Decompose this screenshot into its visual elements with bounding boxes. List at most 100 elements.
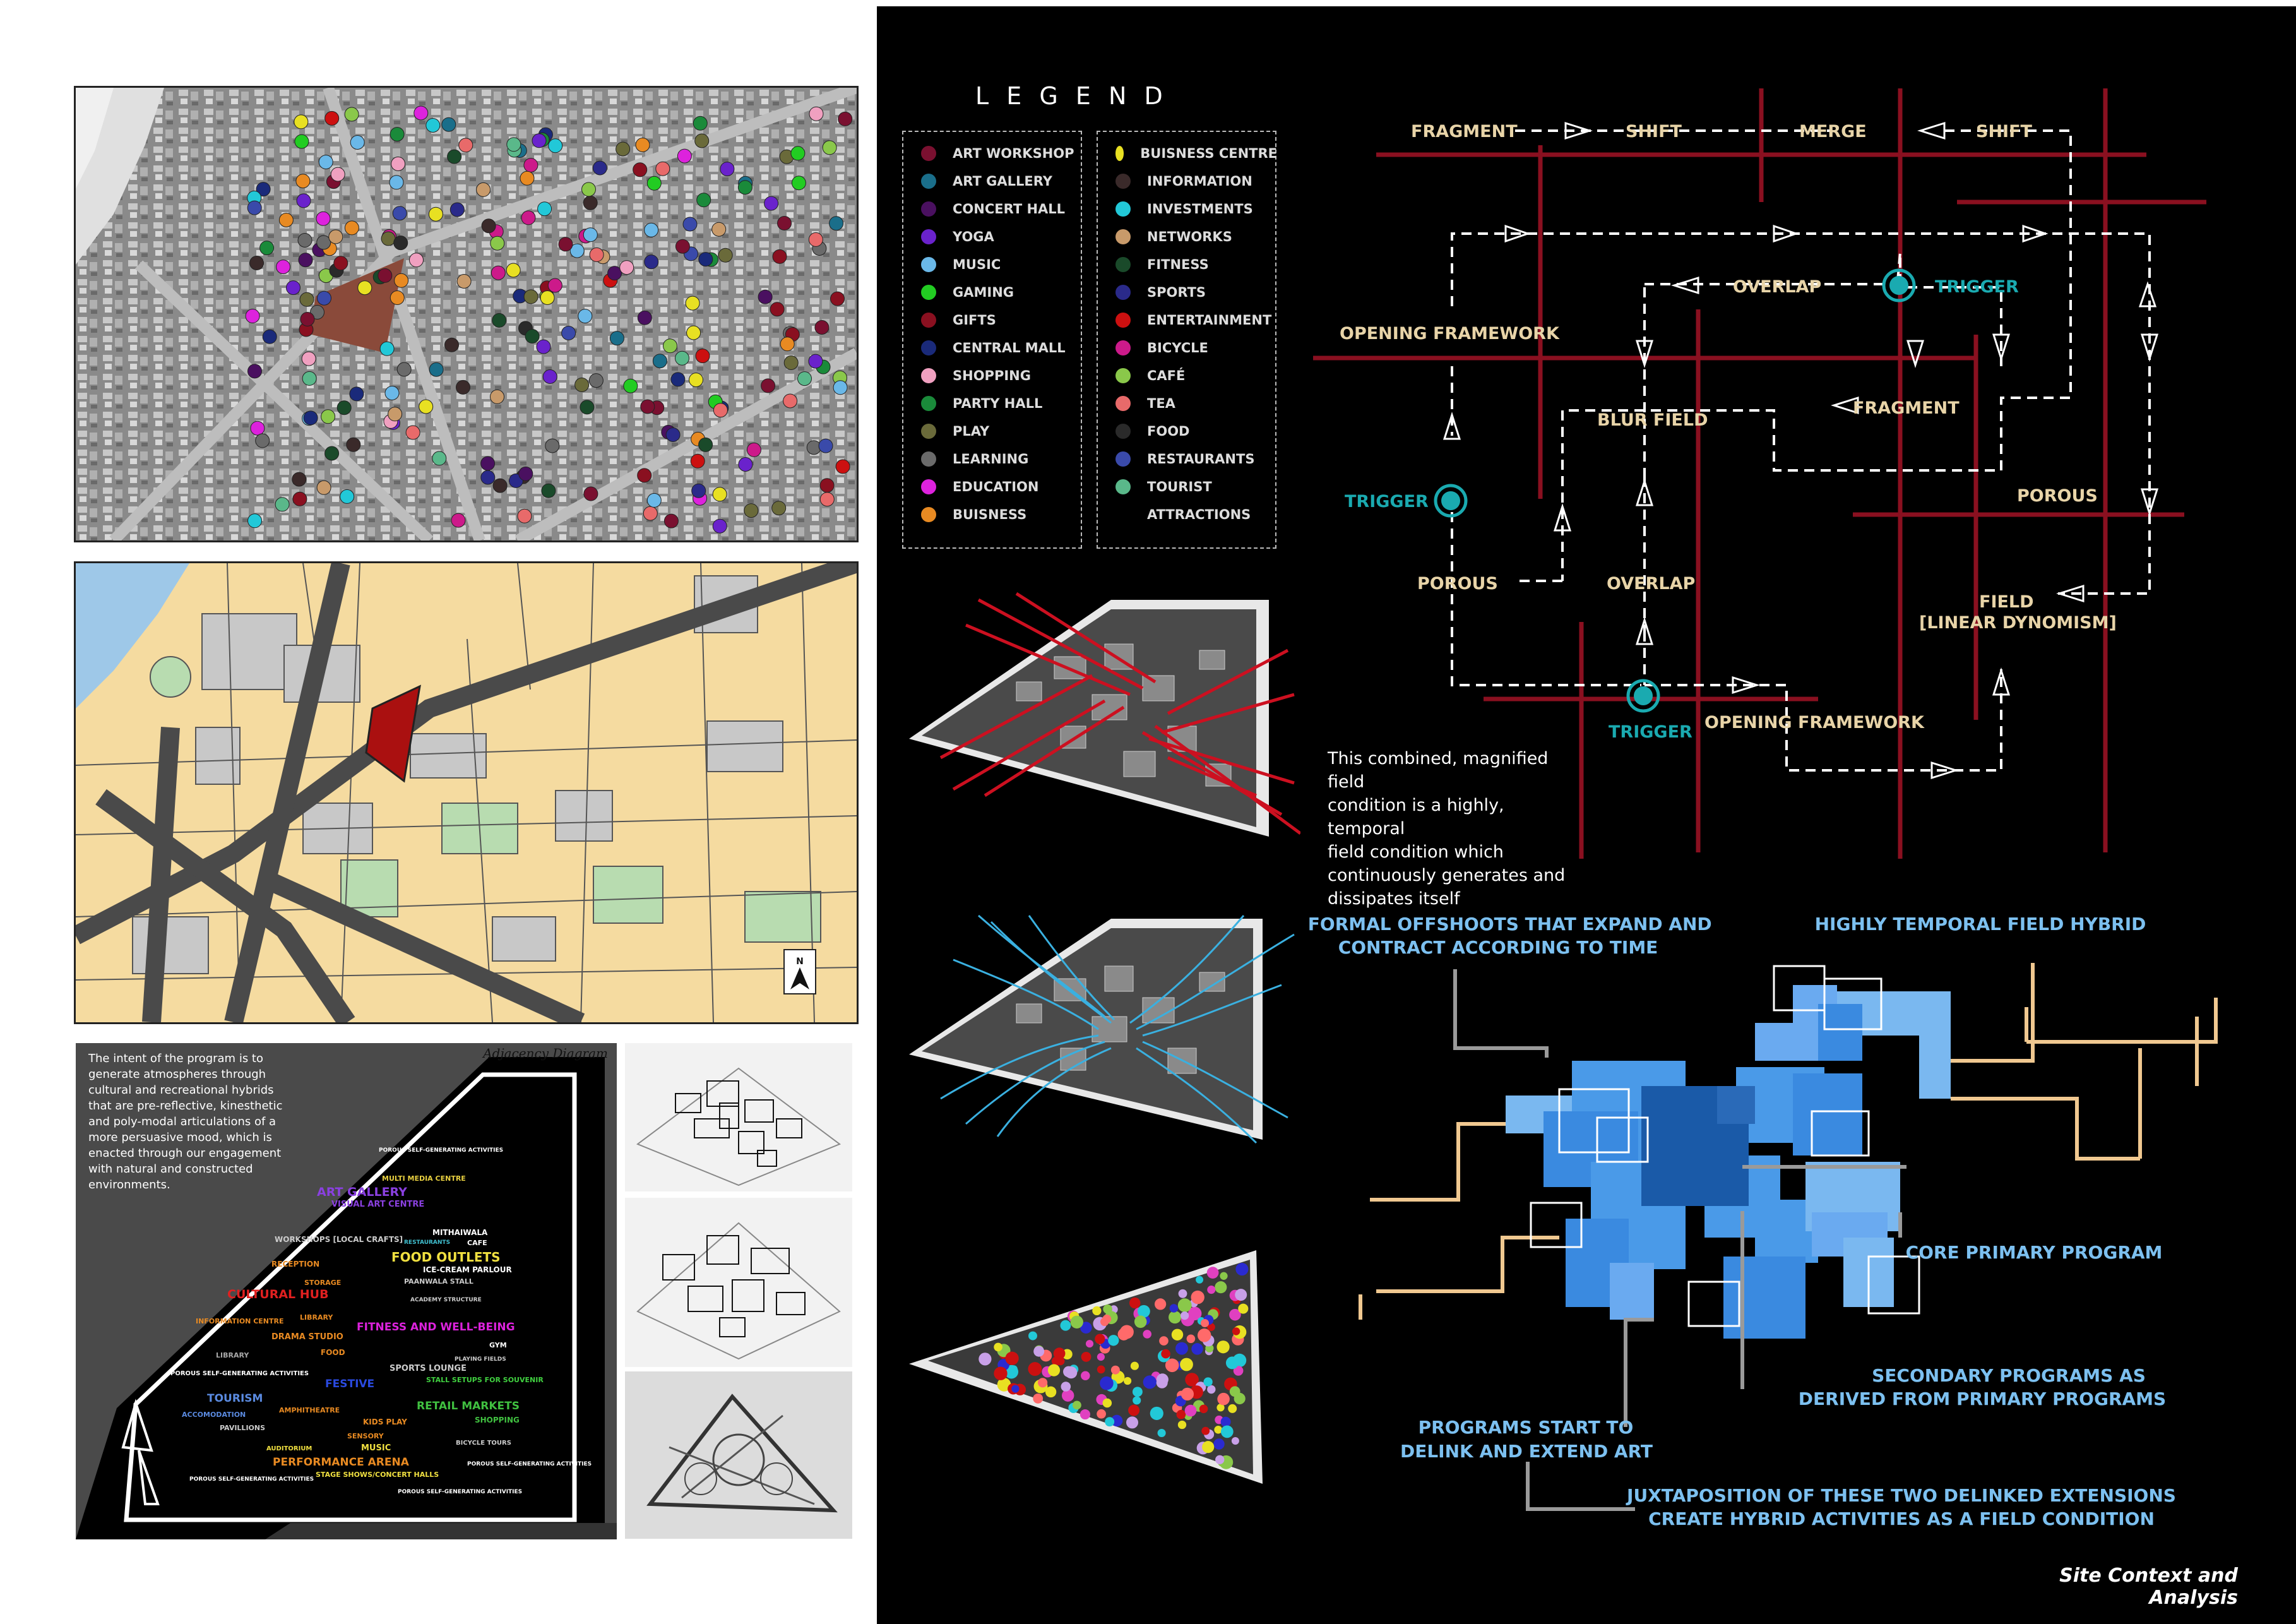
poi-dot bbox=[340, 489, 355, 504]
poi-dot bbox=[299, 292, 314, 307]
field-labels: FRAGMENT SHIFT MERGE SHIFT OVERLAP OPENI… bbox=[1340, 122, 2117, 732]
poi-dot bbox=[349, 386, 364, 402]
poi-dot bbox=[301, 351, 316, 366]
program-dot bbox=[1186, 1334, 1196, 1344]
poi-dot bbox=[822, 140, 837, 155]
program-dot bbox=[1171, 1328, 1184, 1341]
program-dot bbox=[1123, 1376, 1132, 1385]
word-mithaiwala: MITHAIWALA bbox=[432, 1228, 488, 1237]
poi-dot bbox=[537, 201, 552, 217]
poi-dot bbox=[441, 117, 456, 132]
legend-item: EDUCATION bbox=[912, 475, 1083, 498]
program-dot bbox=[1207, 1286, 1216, 1294]
poi-dot bbox=[316, 211, 331, 226]
poi-dot bbox=[532, 133, 547, 148]
poi-dot bbox=[256, 182, 271, 197]
poi-dot bbox=[797, 371, 812, 386]
poi-dot bbox=[694, 133, 710, 148]
program-dot bbox=[1177, 1298, 1192, 1313]
poi-dot bbox=[432, 451, 447, 466]
trigger-node-1 bbox=[1882, 268, 1916, 302]
poi-dot bbox=[640, 399, 655, 414]
leader-lines bbox=[1453, 969, 1906, 1511]
word-visual-art: VISUAL ART CENTRE bbox=[331, 1200, 425, 1209]
legend-label: NETWORKS bbox=[1147, 229, 1232, 244]
word-multimedia: MULTI MEDIA CENTRE bbox=[382, 1174, 466, 1183]
legend-swatch bbox=[1115, 229, 1131, 244]
legend-item: TEA bbox=[1107, 392, 1277, 415]
poi-dot bbox=[609, 331, 624, 346]
poi-dot bbox=[838, 111, 853, 126]
poi-dot bbox=[561, 326, 576, 340]
program-dot bbox=[1228, 1404, 1237, 1413]
legend-label: PLAY bbox=[953, 424, 990, 439]
poi-dot bbox=[536, 339, 551, 354]
word-gym: GYM bbox=[489, 1341, 507, 1349]
program-dot bbox=[1156, 1376, 1168, 1388]
program-dot bbox=[1130, 1361, 1139, 1370]
legend-label: CAFÉ bbox=[1147, 368, 1186, 383]
legend-swatch bbox=[1115, 285, 1131, 300]
legend-label: TOURIST bbox=[1147, 479, 1212, 494]
poi-dot bbox=[292, 491, 307, 506]
poi-dot bbox=[637, 310, 652, 325]
legend-label: ART GALLERY bbox=[953, 174, 1052, 189]
word-academy: ACADEMY STRUCTURE bbox=[410, 1297, 482, 1303]
hybrid-labels: NFORMAL OFFSHOOTS THAT EXPAND AND CONTRA… bbox=[1307, 914, 2176, 1529]
poi-dot bbox=[328, 229, 343, 244]
word-stage: STAGE SHOWS/CONCERT HALLS bbox=[316, 1471, 439, 1479]
legend-item: ENTERTAINMENT bbox=[1107, 309, 1277, 331]
label-field: FIELD bbox=[1979, 592, 2034, 612]
word-porous-left: POROUS SELF-GENERATING ACTIVITIES bbox=[170, 1370, 309, 1377]
poi-dot bbox=[480, 470, 496, 485]
poi-dot bbox=[644, 222, 659, 237]
legend-label: EDUCATION bbox=[953, 479, 1039, 494]
poi-dot bbox=[655, 161, 670, 176]
poi-dot bbox=[686, 325, 701, 340]
poi-dot bbox=[646, 176, 662, 191]
poi-dot bbox=[425, 118, 441, 133]
poi-dot bbox=[302, 371, 317, 386]
poi-dot bbox=[580, 400, 595, 415]
program-dot bbox=[1128, 1404, 1140, 1416]
poi-dot bbox=[317, 290, 331, 306]
program-dot bbox=[1038, 1378, 1048, 1388]
legend-title: L E G E N D bbox=[975, 82, 1168, 110]
program-dot bbox=[1180, 1311, 1189, 1320]
program-dot bbox=[1235, 1263, 1249, 1276]
poi-dot bbox=[777, 216, 792, 230]
program-dot bbox=[1216, 1340, 1230, 1354]
legend-swatch bbox=[921, 340, 936, 355]
legend-label: SHOPPING bbox=[953, 368, 1031, 383]
poi-dot bbox=[833, 380, 848, 395]
poi-dot bbox=[247, 200, 262, 215]
poi-dot bbox=[278, 213, 294, 227]
legend-swatch bbox=[921, 507, 936, 522]
word-performance: PERFORMANCE ARENA bbox=[273, 1456, 409, 1469]
trigger-node-3 bbox=[1626, 679, 1660, 713]
label-trigger-3: TRIGGER bbox=[1609, 722, 1692, 742]
poi-dot bbox=[458, 138, 473, 153]
poi-dot bbox=[324, 110, 340, 126]
poi-dot bbox=[428, 206, 443, 222]
poi-dot bbox=[247, 513, 262, 528]
word-library-1: LIBRARY bbox=[300, 1313, 333, 1322]
program-dot bbox=[1207, 1323, 1215, 1332]
poi-dot bbox=[761, 378, 776, 393]
poi-dot bbox=[809, 106, 824, 121]
poi-dot bbox=[333, 256, 348, 271]
poi-dot bbox=[523, 289, 538, 304]
word-music: MUSIC bbox=[361, 1443, 391, 1453]
red-grid-lines bbox=[1313, 88, 2206, 859]
word-stall: STALL SETUPS FOR SOUVENIR bbox=[426, 1376, 544, 1384]
poi-dot bbox=[388, 407, 403, 422]
north-label: N bbox=[796, 957, 804, 967]
program-dot bbox=[1102, 1398, 1112, 1408]
legend-box-left bbox=[902, 131, 1082, 549]
legend-label: CENTRAL MALL bbox=[953, 340, 1066, 355]
legend-item: GIFTS bbox=[912, 309, 1083, 331]
legend-swatch bbox=[921, 451, 936, 467]
label-secondary-1: SECONDARY PROGRAMS AS bbox=[1872, 1365, 2146, 1386]
program-dot bbox=[1207, 1385, 1216, 1394]
